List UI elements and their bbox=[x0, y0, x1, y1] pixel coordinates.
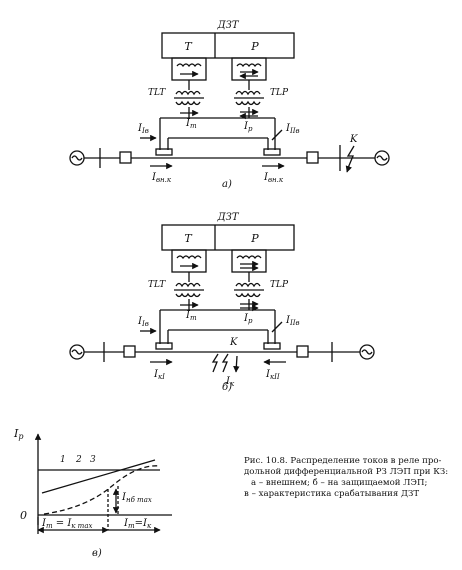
ct-left-label: TLT bbox=[148, 88, 166, 98]
breaker-right-b bbox=[296, 345, 309, 358]
fault-bolt-b2 bbox=[221, 353, 229, 373]
i-line-left-label-b: IкI bbox=[153, 369, 165, 381]
ip-label-b: Iр bbox=[243, 313, 253, 325]
diagram-c: Iр 0 1 2 3 Iнб max Iт = Iк max Iт=Iк в) bbox=[13, 427, 172, 559]
tlp-coil-bottom bbox=[235, 100, 261, 106]
ct-left-label-b: TLT bbox=[148, 280, 166, 290]
tlt-coil-bottom bbox=[175, 100, 201, 106]
generator-left-sine bbox=[71, 155, 83, 161]
tlp-coil-top-b bbox=[235, 282, 261, 288]
generator-left bbox=[69, 150, 85, 166]
i-right-label-b: IIIв bbox=[285, 315, 300, 327]
curve-2 bbox=[41, 459, 156, 494]
generator-right-sine bbox=[376, 155, 388, 161]
figure-caption: Рис. 10.8. Распределение токов в реле пр… bbox=[244, 456, 456, 500]
ct-left bbox=[155, 148, 173, 156]
i-left-label-b: IIв bbox=[137, 316, 149, 328]
it-label: Iт bbox=[185, 118, 197, 130]
winding-coil-left bbox=[176, 63, 202, 68]
ct-right-label: TLP bbox=[270, 88, 289, 98]
generator-right-b bbox=[359, 344, 375, 360]
diagram-a: ДЗТ T P TLT TLP Iт Iр bbox=[69, 20, 390, 190]
diagram-c-tag: в) bbox=[92, 548, 102, 559]
generator-left-sine-b bbox=[71, 349, 83, 355]
tlt-coil-top bbox=[175, 90, 201, 96]
i-right-label: IIIв bbox=[285, 123, 300, 135]
fault-bolt-b1 bbox=[211, 353, 219, 373]
fault-label-b: K bbox=[229, 337, 238, 348]
relay-title-b: ДЗТ bbox=[216, 212, 239, 223]
i-line-left-label: Iвн.к bbox=[151, 172, 172, 184]
ik-label-b: Iк bbox=[225, 376, 235, 388]
diagram-b-tag: б) bbox=[222, 382, 232, 393]
generator-right bbox=[374, 150, 390, 166]
relay-right-label: P bbox=[250, 40, 259, 53]
breaker-right bbox=[306, 151, 319, 164]
winding-coil-right bbox=[236, 63, 262, 68]
curve-2-label: 2 bbox=[75, 455, 82, 465]
i-nb-label: Iнб max bbox=[121, 492, 152, 504]
fault-arrow bbox=[345, 165, 352, 173]
i-line-right-label-b: IкII bbox=[265, 369, 280, 381]
winding-box-left-b bbox=[171, 249, 207, 273]
caption-line-1: Рис. 10.8. Распределение токов в реле пр… bbox=[244, 456, 442, 466]
caption-line-4: в – характеристика срабатывания ДЗТ bbox=[244, 489, 420, 499]
tlp-coil-top bbox=[235, 90, 261, 96]
ct-right bbox=[263, 148, 281, 156]
i-left-label: IIв bbox=[137, 123, 149, 135]
generator-right-sine-b bbox=[361, 349, 373, 355]
ip-label: Iр bbox=[243, 121, 253, 133]
winding-box-left bbox=[171, 57, 207, 81]
i-x-label: Iт=Iк bbox=[123, 518, 152, 530]
breaker-left-b bbox=[123, 345, 136, 358]
diagram-b: ДЗТ T P TLT TLP Iт Iр IIв bbox=[69, 212, 375, 393]
curve-1-label: 1 bbox=[60, 455, 66, 465]
leader-i-right bbox=[271, 129, 283, 141]
relay-title: ДЗТ bbox=[216, 20, 239, 31]
winding-box-right bbox=[231, 57, 267, 81]
relay-right-label-b: P bbox=[250, 232, 259, 245]
it-label-b: Iт bbox=[185, 310, 197, 322]
generator-left-b bbox=[69, 344, 85, 360]
breaker-left bbox=[119, 151, 132, 164]
winding-coil-left-b bbox=[176, 255, 202, 260]
i-line-right-label: Iвн.к bbox=[263, 172, 284, 184]
diagram-a-tag: а) bbox=[222, 179, 232, 190]
ct-left-b bbox=[155, 342, 173, 350]
i-range-label: Iт = Iк max bbox=[41, 518, 92, 530]
curve-3 bbox=[43, 465, 161, 515]
tlp-coil-bottom-b bbox=[235, 292, 261, 298]
leader-i-right-b bbox=[271, 321, 283, 333]
curve-3-label: 3 bbox=[90, 455, 96, 465]
winding-coil-right-b bbox=[236, 255, 262, 260]
origin-label: 0 bbox=[20, 509, 27, 522]
ct-right-label-b: TLP bbox=[270, 280, 289, 290]
relay-left-label: T bbox=[184, 40, 193, 53]
winding-box-right-b bbox=[231, 249, 267, 273]
relay-box-b bbox=[161, 224, 295, 251]
fault-bolt bbox=[346, 145, 355, 169]
caption-line-2: дольной дифференциальной РЗ ЛЭП при КЗ: bbox=[244, 467, 449, 477]
relay-box bbox=[161, 32, 295, 59]
fault-arrow-b bbox=[233, 355, 240, 373]
tlt-coil-bottom-b bbox=[175, 292, 201, 298]
relay-left-label-b: T bbox=[184, 232, 193, 245]
tlt-coil-top-b bbox=[175, 282, 201, 288]
ct-right-b bbox=[263, 342, 281, 350]
fault-label: K bbox=[349, 134, 358, 145]
caption-line-3: а – внешнем; б – на защищаемой ЛЭП; bbox=[251, 478, 428, 488]
y-axis-label: Iр bbox=[13, 427, 23, 441]
